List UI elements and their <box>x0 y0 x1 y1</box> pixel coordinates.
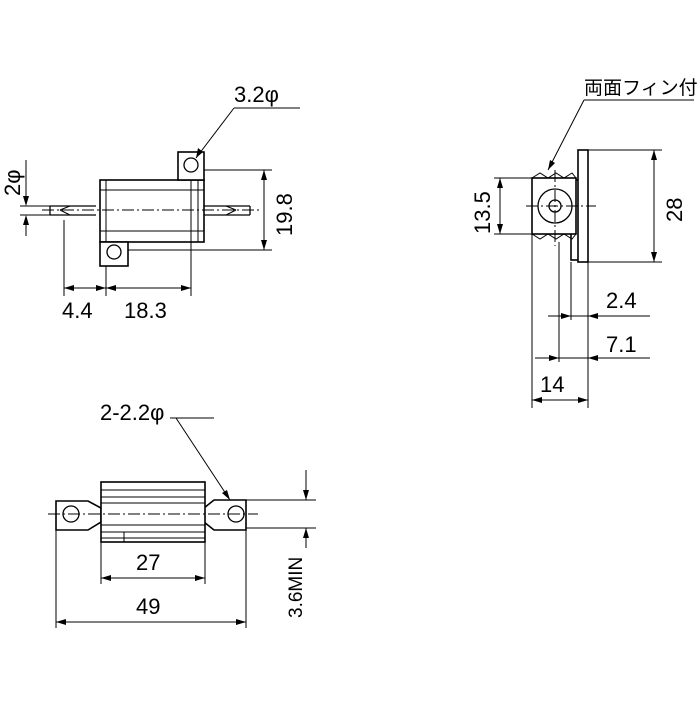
lead-clearance-label: 3.6MIN <box>286 557 307 618</box>
bottom-body-length-label: 27 <box>136 550 160 575</box>
lead-offset-label: 4.4 <box>62 298 93 323</box>
total-height-label: 19.8 <box>272 193 297 236</box>
body-length-label: 18.3 <box>124 298 167 323</box>
fin-thickness-label: 2.4 <box>606 288 637 313</box>
side-height-label: 13.5 <box>470 191 495 234</box>
fin-offset-label: 7.1 <box>606 332 637 357</box>
mount-holes-label: 2-2.2φ <box>100 400 164 425</box>
fin-height-label: 28 <box>662 198 687 222</box>
top-view: 3.2φ 2φ 19.8 4.4 18.3 <box>0 82 300 323</box>
lead-diameter-label: 2φ <box>0 169 25 196</box>
side-view: 両面フィン付 13.5 28 2.4 7.1 14 <box>470 77 698 408</box>
hole-diameter-label: 3.2φ <box>234 82 279 107</box>
fin-label: 両面フィン付 <box>584 77 698 99</box>
side-width-label: 14 <box>540 372 564 397</box>
overall-length-label: 49 <box>136 594 160 619</box>
front-view: 2-2.2φ 27 49 3.6MIN <box>48 400 316 628</box>
